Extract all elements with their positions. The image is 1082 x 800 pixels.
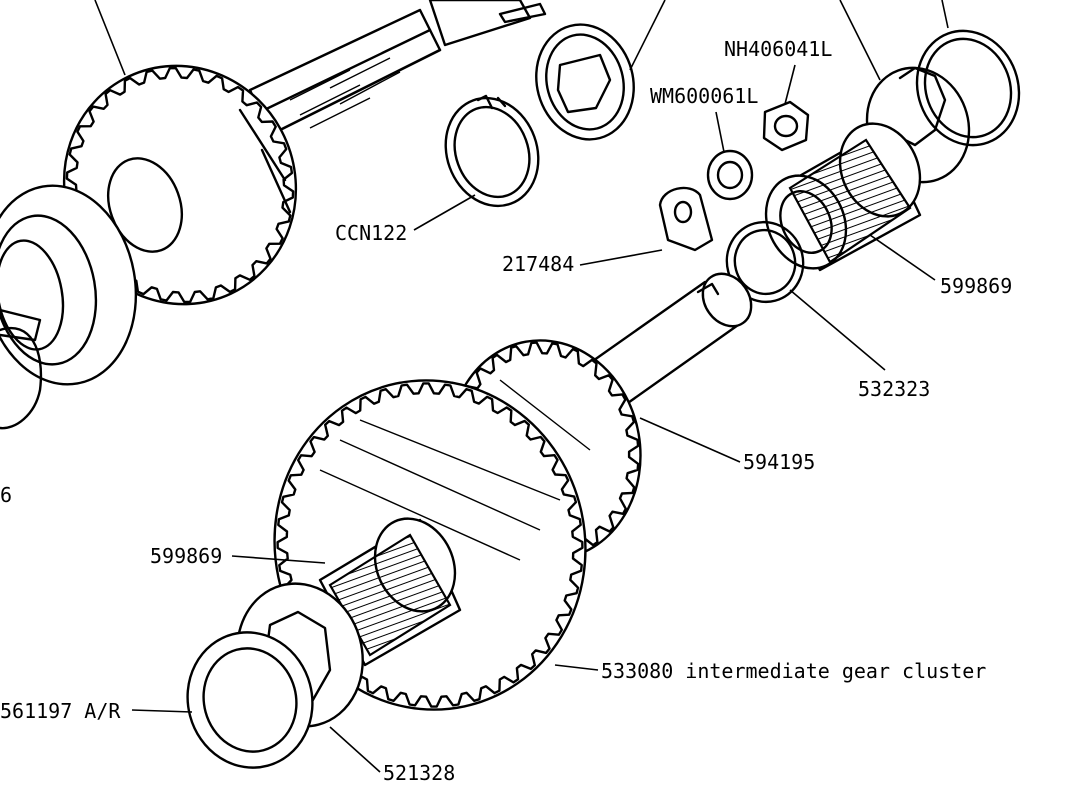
right-thrust-washers [865, 29, 1021, 184]
label-edge-digit: 6 [0, 483, 12, 507]
label-561197: 561197 A/R [0, 699, 121, 723]
tab-washer-top [535, 23, 635, 141]
label-wm600061l: WM600061L [650, 84, 758, 108]
locking-plate-217484 [658, 186, 714, 252]
label-532323: 532323 [858, 377, 930, 401]
label-217484: 217484 [502, 252, 574, 276]
leader-lines [94, 0, 949, 773]
upper-mainshaft [248, 0, 547, 137]
label-521328: 521328 [383, 761, 455, 785]
needle-bearing-top [764, 122, 922, 272]
label-594195: 594195 [743, 450, 815, 474]
label-533080: 533080 intermediate gear cluster [601, 659, 986, 683]
circlip-ccn122 [444, 94, 540, 208]
nut-nh406041l [762, 100, 810, 152]
left-bearing [0, 184, 138, 430]
large-gear-teeth [276, 382, 584, 708]
thrust-washer-561197 [186, 631, 314, 769]
washer-wm600061l [706, 149, 754, 201]
label-599869-top: 599869 [940, 274, 1012, 298]
label-ccn122: CCN122 [335, 221, 407, 245]
oring-532323 [725, 220, 805, 304]
label-nh406041l: NH406041L [724, 37, 832, 61]
label-599869-left: 599869 [150, 544, 222, 568]
